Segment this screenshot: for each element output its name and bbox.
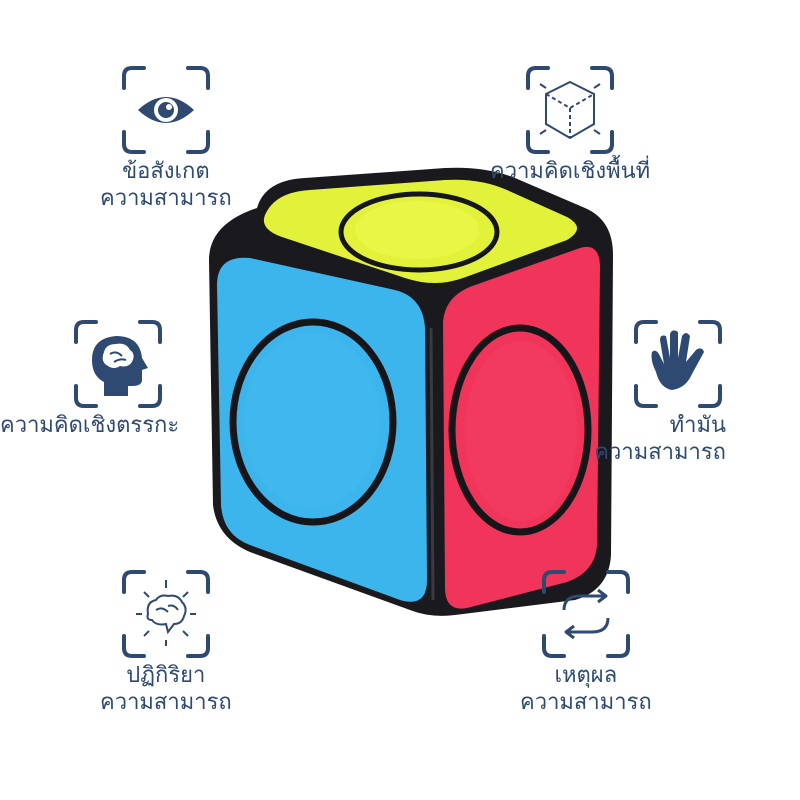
feature-label: ปฏิกิริยา ความสามารถ (100, 662, 232, 716)
feature-observation: ข้อสังเกต ความสามารถ (100, 62, 232, 212)
feature-hands-on: ทำมัน ความสามารถ (590, 316, 726, 466)
feature-spatial-thinking: ความคิดเชิงพื้นที่ (490, 62, 650, 185)
label-line-2: ความสามารถ (100, 690, 232, 715)
hand-icon (630, 316, 726, 412)
label-line-1: ปฏิกิริยา (126, 663, 206, 688)
feature-label: ความคิดเชิงพื้นที่ (490, 158, 650, 185)
eye-icon (118, 62, 214, 158)
label-line-2: ความสามารถ (520, 690, 652, 715)
label-line-1: ความคิดเชิงตรรกะ (0, 413, 180, 438)
label-line-1: ความคิดเชิงพื้นที่ (490, 159, 651, 184)
label-line-2: ความสามารถ (100, 186, 232, 211)
cube-image (209, 167, 613, 616)
top-face-disc (355, 201, 479, 259)
3d-cube-icon (522, 62, 618, 158)
left-face-ring (229, 318, 397, 526)
label-line-2: ความสามารถ (594, 440, 726, 465)
right-face-ring (448, 324, 592, 536)
refresh-arrows-icon (538, 566, 634, 662)
feature-label: ข้อสังเกต ความสามารถ (100, 158, 232, 212)
left-face-disc (244, 333, 380, 509)
feature-label: ทำมัน ความสามารถ (594, 412, 726, 466)
head-brain-icon (70, 316, 166, 412)
brain-spark-icon (118, 566, 214, 662)
feature-label: ความคิดเชิงตรรกะ (0, 412, 179, 439)
label-line-1: เหตุผล (554, 663, 618, 688)
cube-edge-highlight (429, 327, 435, 601)
feature-logical-thinking: ความคิดเชิงตรรกะ (0, 316, 179, 439)
top-face-ring (338, 191, 500, 273)
feature-reasoning: เหตุผล ความสามารถ (520, 566, 652, 716)
feature-label: เหตุผล ความสามารถ (520, 662, 652, 716)
right-face-disc (465, 341, 577, 521)
feature-reaction: ปฏิกิริยา ความสามารถ (100, 566, 232, 716)
label-line-1: ทำมัน (669, 413, 726, 438)
label-line-1: ข้อสังเกต (122, 159, 210, 184)
